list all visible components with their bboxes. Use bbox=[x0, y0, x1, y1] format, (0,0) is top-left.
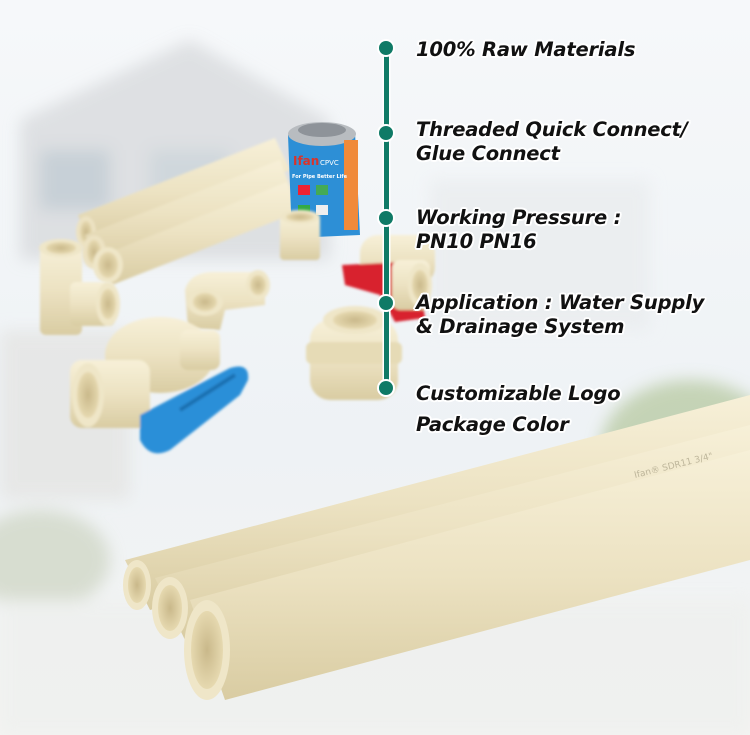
red-ball-valve bbox=[342, 235, 435, 322]
timeline-dot bbox=[379, 126, 393, 140]
union-fitting bbox=[306, 306, 402, 400]
feature-application: Application : Water Supply & Drainage Sy… bbox=[416, 291, 704, 339]
blue-ball-valve bbox=[70, 317, 249, 454]
timeline-dot bbox=[379, 296, 393, 310]
timeline-dot bbox=[379, 381, 393, 395]
feature-line: Application : Water Supply bbox=[416, 291, 705, 314]
can-slogan-text: For Pipe Better Life bbox=[292, 174, 348, 180]
feature-connection: Threaded Quick Connect/ Glue Connect bbox=[416, 118, 688, 166]
feature-pressure: Working Pressure : PN10 PN16 bbox=[416, 206, 621, 254]
can-type-text: CPVC bbox=[320, 159, 339, 167]
feature-line: Customizable Logo bbox=[416, 382, 621, 405]
feature-line: PN10 PN16 bbox=[416, 230, 537, 253]
coupling-fitting bbox=[280, 210, 320, 260]
elbow-fitting bbox=[185, 270, 270, 330]
tee-fitting bbox=[39, 239, 120, 335]
feature-line: Package Color bbox=[416, 413, 569, 436]
feature-raw-materials: 100% Raw Materials bbox=[416, 38, 635, 62]
small-pipes bbox=[76, 138, 298, 285]
cement-can: Ifan CPVC For Pipe Better Life bbox=[288, 122, 360, 238]
feature-line: & Drainage System bbox=[416, 315, 625, 338]
feature-line: 100% Raw Materials bbox=[416, 38, 636, 61]
large-pipes: Ifan® SDR11 3/4" bbox=[123, 395, 750, 700]
feature-line: Working Pressure : bbox=[416, 206, 622, 229]
timeline-dot bbox=[379, 41, 393, 55]
timeline-dot bbox=[379, 211, 393, 225]
feature-customization: Customizable Logo Package Color bbox=[416, 378, 621, 440]
feature-line: Threaded Quick Connect/ bbox=[416, 118, 688, 141]
feature-line: Glue Connect bbox=[416, 142, 560, 165]
can-brand-text: Ifan bbox=[293, 154, 319, 168]
